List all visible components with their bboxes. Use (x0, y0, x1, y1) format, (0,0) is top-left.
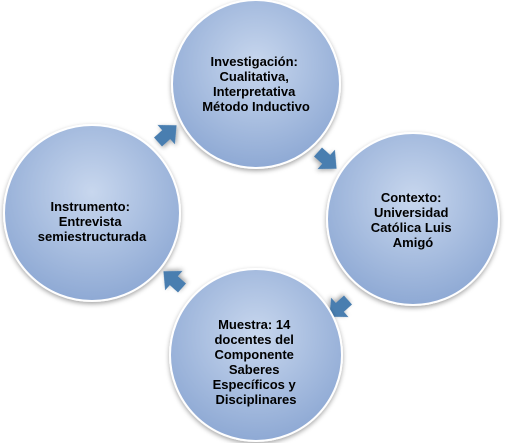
node-circle (171, 0, 341, 169)
node-label: Investigación: Cualitativa, Interpretati… (202, 54, 310, 114)
label-line: Católica Luis (371, 220, 452, 235)
node-circle (169, 268, 343, 442)
label-line: Universidad (374, 205, 448, 220)
label-line: Instrumento: (50, 199, 129, 214)
label-line: docentes del (214, 332, 293, 347)
label-line: Método Inductivo (202, 99, 310, 114)
node-label: Instrumento: Entrevista semiestructurada (38, 199, 147, 244)
node-investigacion: Investigación: Cualitativa, Interpretati… (171, 0, 341, 169)
label-line: Cualitativa, (220, 69, 289, 84)
label-line: Entrevista (59, 214, 123, 229)
label-line: semiestructurada (38, 229, 147, 244)
arrow-contexto-to-muestra (329, 295, 353, 318)
arrow-investigacion-to-contexto (313, 147, 337, 170)
label-line: Amigó (393, 235, 434, 250)
node-muestra: Muestra: 14 docentes del Componente Sabe… (169, 268, 343, 442)
label-line: Disciplinares (216, 392, 297, 407)
arrow-muestra-to-instrumento (163, 270, 187, 293)
label-line: Saberes (229, 362, 280, 377)
label-line: Específicos y (213, 377, 297, 392)
node-instrumento: Instrumento: Entrevista semiestructurada (3, 124, 181, 302)
label-line: Investigación: (210, 54, 297, 69)
node-contexto: Contexto: Universidad Católica Luis Amig… (326, 132, 500, 306)
node-circle (3, 124, 181, 302)
arrow-instrumento-to-investigacion (153, 124, 177, 147)
label-line: Contexto: (381, 190, 442, 205)
label-line: Componente (214, 347, 293, 362)
node-circle (326, 132, 500, 306)
label-line: Muestra: 14 (218, 317, 291, 332)
label-line: Interpretativa (213, 84, 296, 99)
node-label: Contexto: Universidad Católica Luis Amig… (371, 190, 456, 250)
node-label: Muestra: 14 docentes del Componente Sabe… (213, 317, 300, 407)
arrows (153, 124, 353, 318)
